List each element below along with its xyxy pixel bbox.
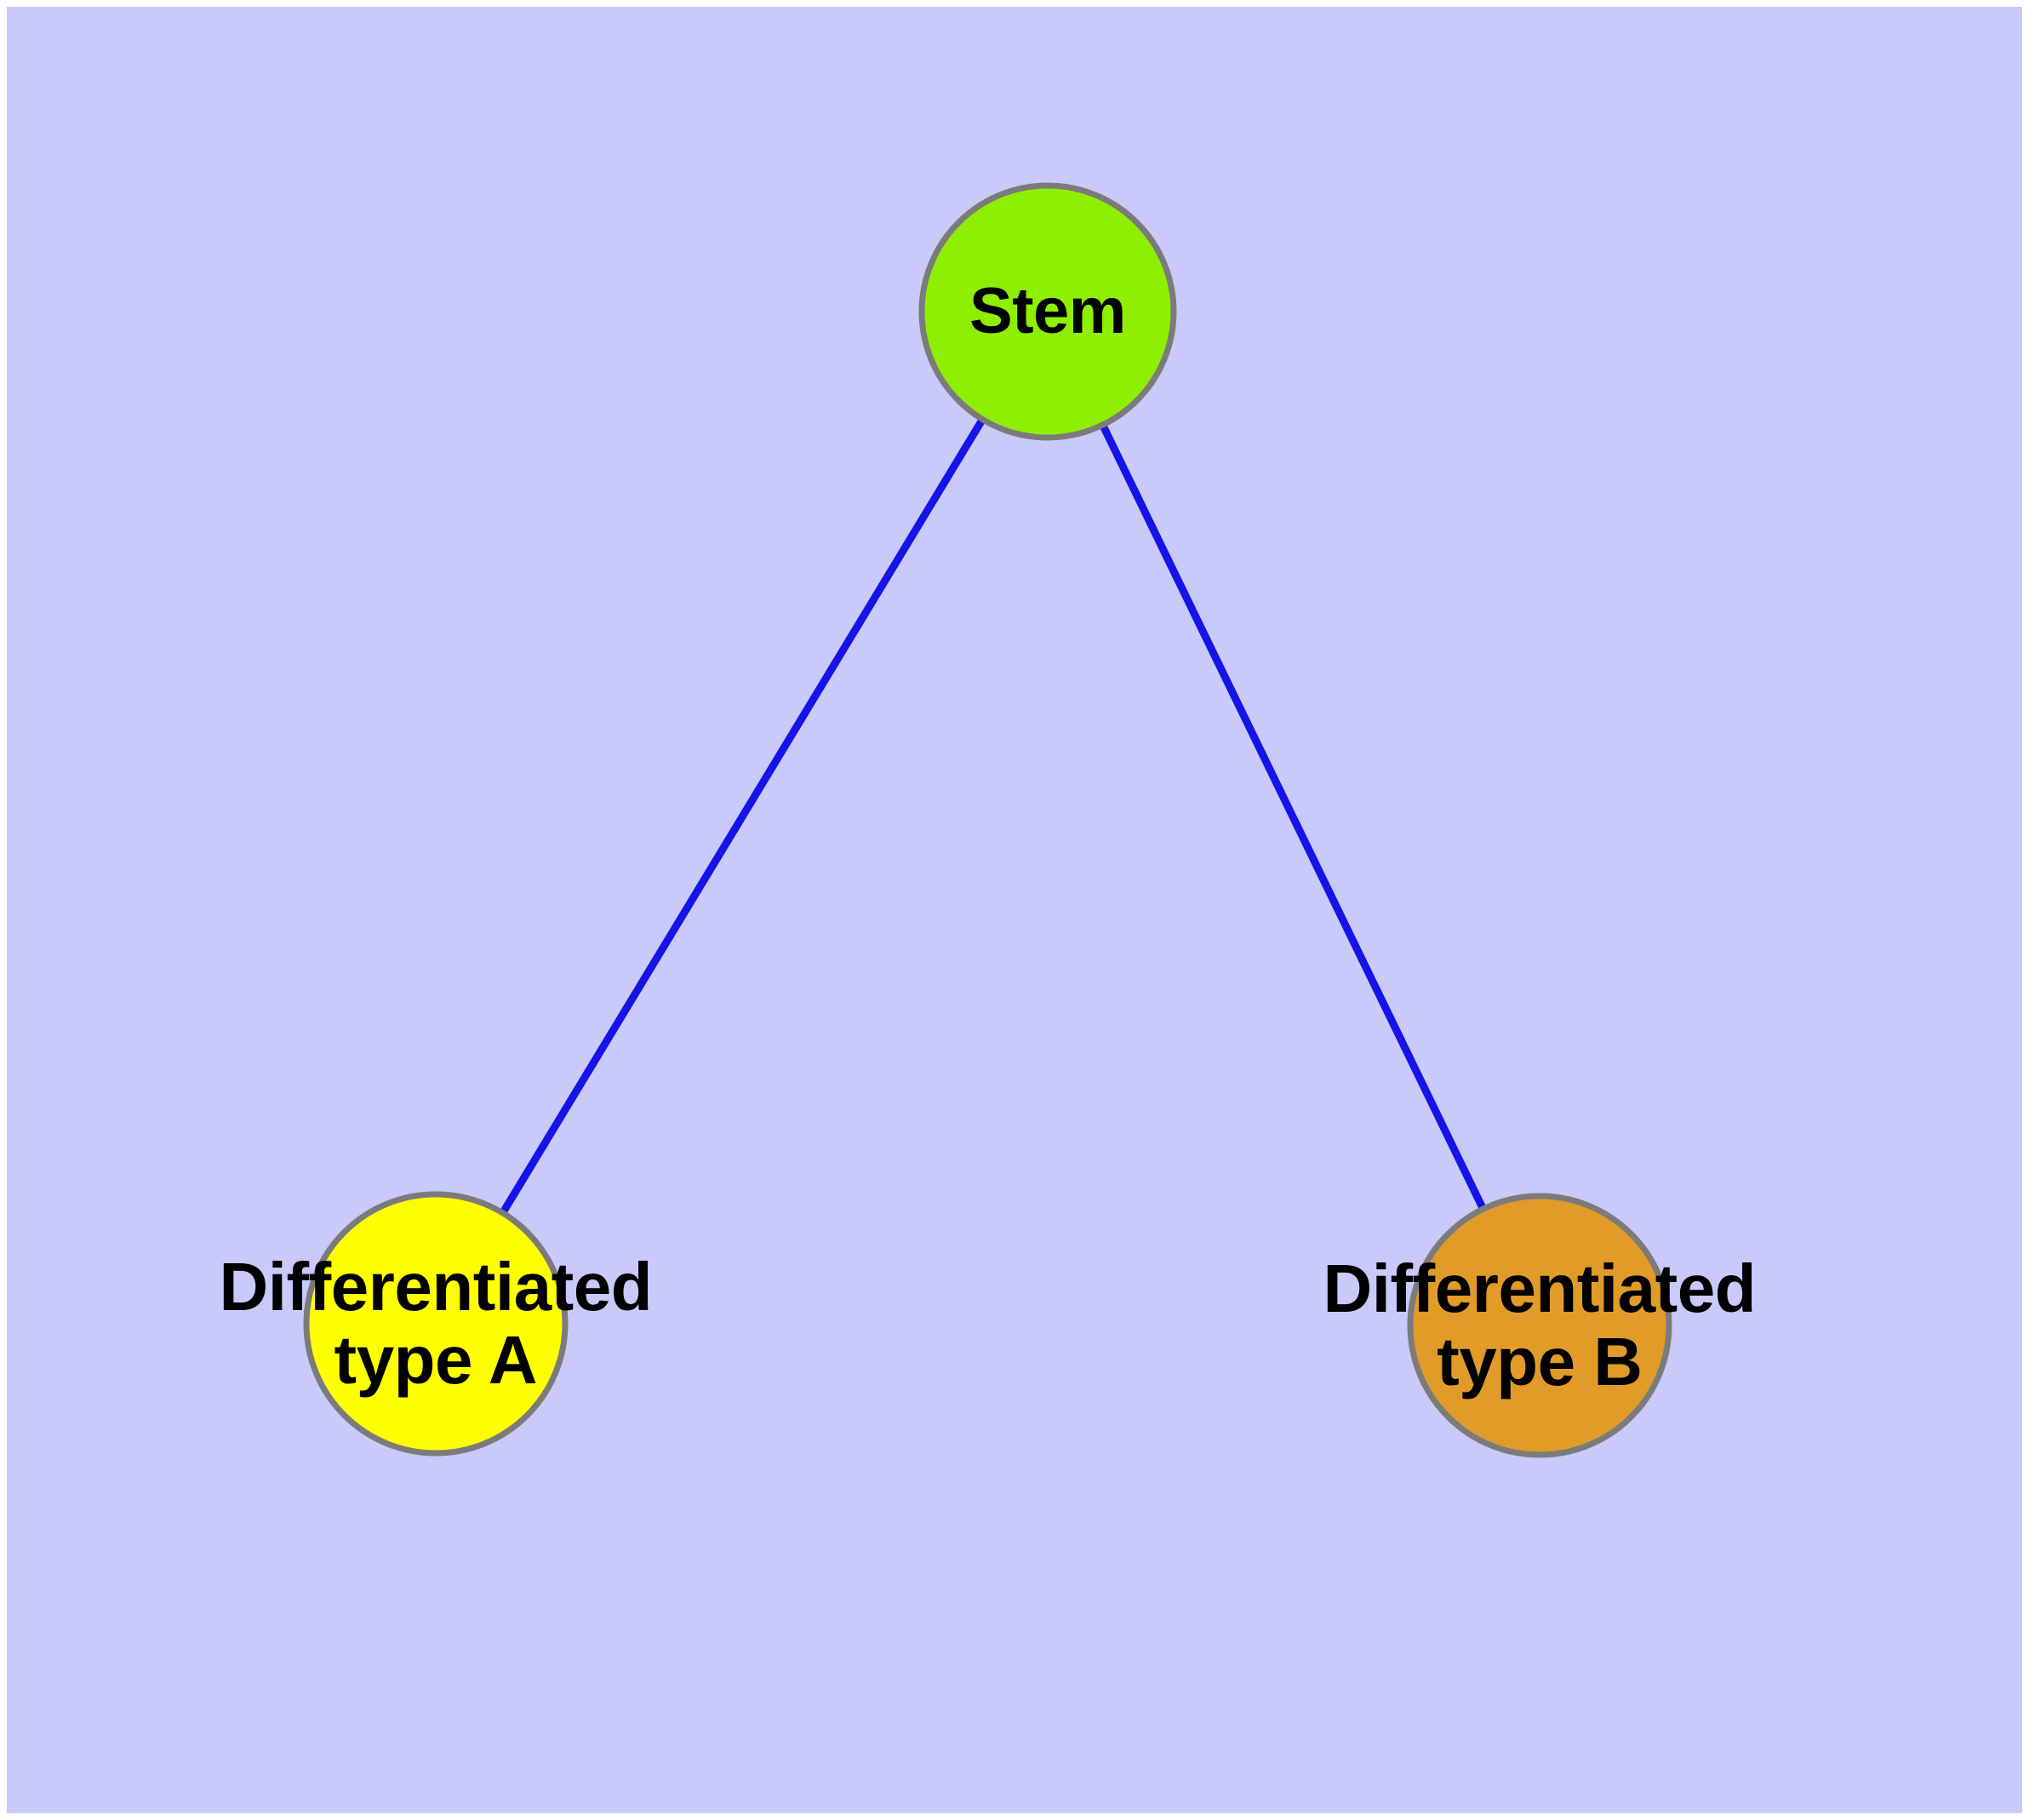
graph-svg xyxy=(303,182,1672,1458)
edge-stem-diff-b xyxy=(1043,310,1544,1327)
node-circle-diff-b[interactable] xyxy=(1407,1193,1672,1458)
edges-group xyxy=(432,309,1544,1327)
nodes-group xyxy=(303,182,1672,1458)
node-circle-stem[interactable] xyxy=(918,182,1177,441)
edge-stem-diff-a xyxy=(432,309,1051,1326)
node-circle-diff-a[interactable] xyxy=(303,1191,569,1457)
